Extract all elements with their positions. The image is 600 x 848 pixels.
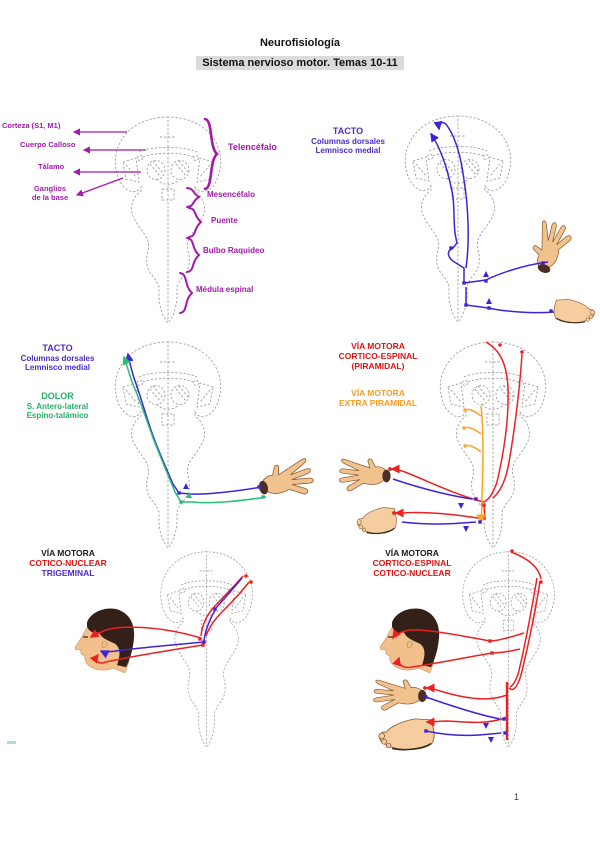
brace-mesencefalo (186, 187, 201, 208)
corticospinal-lines (392, 551, 542, 740)
caption-line: DOLOR (41, 391, 74, 401)
brace-bulbo (186, 237, 201, 273)
brace-puente (188, 207, 203, 238)
caption-line: COTICO-NUCLEAR (29, 558, 107, 569)
caption-line: S. Antero-lateral (26, 401, 89, 411)
foot-illustration (377, 717, 436, 751)
caption-line: Lemnisco medial (315, 146, 381, 156)
caption-line: Columnas dorsales (311, 136, 385, 146)
page-title: Neurofisiología (259, 37, 341, 49)
label-telencefalo: Telencéfalo (228, 142, 277, 152)
page-subtitle-row: Sistema nervioso motor. Temas 10-11 (0, 53, 600, 71)
label-talamo: Tálamo (38, 162, 65, 171)
page-number: 1 (514, 792, 520, 802)
hand-illustration (373, 679, 428, 711)
caption-line: Lemnisco medial (25, 363, 90, 373)
synapse-markers (423, 549, 543, 735)
caption-line: VÍA MOTORA (351, 341, 405, 351)
label-medula-espinal: Médula espinal (196, 285, 254, 294)
tacto-dolor-diagram (114, 341, 317, 549)
caption-line: CORTICO-ESPINAL (372, 558, 452, 569)
trigeminal-lines (99, 577, 243, 659)
trigeminal-caption: VÍA MOTORA COTICO-NUCLEAR TRIGEMINAL (8, 548, 128, 578)
label-mesencefalo: Mesencéfalo (207, 190, 256, 199)
hand-illustration (525, 217, 575, 279)
brace-telencefalo (203, 117, 219, 191)
cortico-nuclear-diagram (373, 549, 555, 751)
hand-illustration (338, 458, 392, 492)
motor-pathway-diagram (338, 341, 547, 549)
dolor-caption: DOLOR S. Antero-lateral Espino-talámico (5, 391, 110, 420)
afferent-blue-lines (425, 696, 502, 743)
brain-illustration (114, 341, 222, 549)
caption-line: (PIRAMIDAL) (351, 361, 405, 372)
page-subtitle-highlighted: Sistema nervioso motor. Temas 10-11 (196, 56, 404, 70)
caption-line: CORTICO-ESPINAL (338, 351, 418, 362)
label-cuerpo-calloso: Cuerpo Calloso (20, 140, 76, 149)
caption-line: TRIGEMINAL (41, 568, 95, 579)
anatomy-pointer-lines (72, 128, 146, 197)
synapse-markers (449, 246, 553, 313)
caption-line: VÍA MOTORA (41, 548, 95, 558)
stray-highlight-mark (7, 741, 16, 744)
afferent-blue-lines (392, 478, 477, 532)
brace-medula (179, 272, 194, 314)
brain-illustration (404, 115, 512, 323)
label-corteza: Corteza (S1, M1) (2, 121, 61, 130)
sensory-pathway-lines (430, 120, 555, 314)
caption-line: TACTO (332, 126, 364, 136)
tacto-caption: TACTO Columnas dorsales Lemnisco medial (5, 343, 110, 372)
piramidal-caption: VÍA MOTORA CORTICO-ESPINAL (PIRAMIDAL) (322, 341, 434, 371)
pathway-lines (122, 352, 267, 504)
tacto-right-caption: TACTO Columnas dorsales Lemnisco medial (293, 126, 403, 155)
corticospinal-lines (390, 341, 523, 520)
caption-line: EXTRA PIRAMIDAL (338, 398, 418, 409)
trigeminal-diagram (74, 551, 253, 748)
foot-illustration (553, 298, 596, 324)
head-illustration (74, 607, 135, 674)
caption-line: COTICO-NUCLEAR (373, 568, 451, 579)
cortico-nuclear-caption: VÍA MOTORA CORTICO-ESPINAL COTICO-NUCLEA… (352, 548, 472, 578)
synapse-markers (177, 485, 265, 504)
anatomy-diagram (72, 116, 222, 324)
tacto-pathway-diagram (404, 115, 596, 324)
caption-line: Espino-talámico (26, 411, 89, 421)
caption-line: VÍA MOTORA (385, 548, 439, 558)
caption-line: VÍA MOTORA (351, 388, 405, 398)
synapse-markers (198, 574, 253, 647)
head-illustration (379, 607, 440, 674)
brain-illustration (439, 341, 547, 549)
region-braces (179, 117, 219, 314)
caption-line: Columnas dorsales (20, 353, 95, 363)
cortico-nuclear-lines (89, 575, 250, 664)
label-bulbo-raquideo: Bulbo Raquideo (203, 246, 265, 255)
caption-line: TACTO (42, 343, 73, 353)
foot-illustration (356, 506, 398, 535)
synapse-markers (388, 343, 524, 524)
label-puente: Puente (211, 216, 238, 225)
label-ganglios: Ganglios de la base (31, 184, 69, 202)
extrapiramidal-caption: VÍA MOTORA EXTRA PIRAMIDAL (322, 388, 434, 408)
